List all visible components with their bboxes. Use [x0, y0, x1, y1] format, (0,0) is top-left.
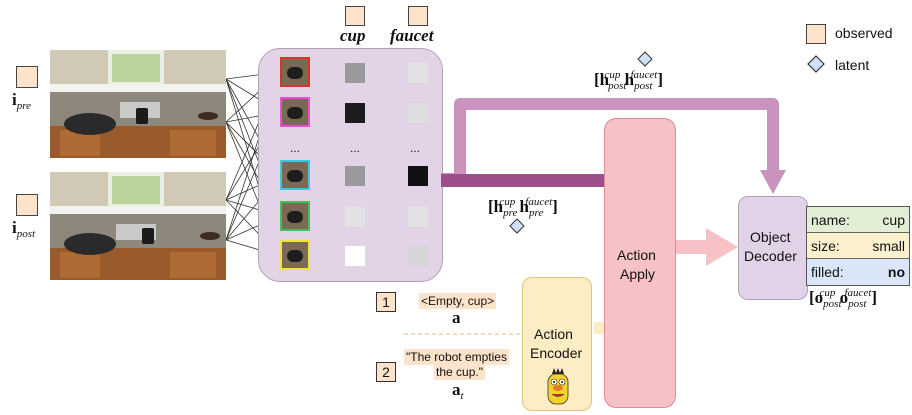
- attribute-value: small: [872, 238, 905, 254]
- attribute-value: no: [887, 264, 905, 280]
- object-crop-2: [280, 97, 310, 127]
- faucet-feature-cell: [408, 246, 428, 266]
- legend-observed-label: observed: [835, 25, 893, 41]
- post-kitchen-image: [50, 172, 226, 280]
- object-crop-4: [280, 201, 310, 231]
- action-apply-label-line2: Apply: [620, 266, 656, 282]
- object-crop-5: [280, 240, 310, 270]
- grid-ellipsis-crop: ...: [290, 141, 301, 155]
- h-post-label: [hpostcup hpostfaucet]: [594, 69, 663, 92]
- object-decoder-label-line1: Object: [750, 229, 791, 245]
- action-apply-block: [604, 118, 676, 408]
- h-pre-label: [hprecup hprefaucet]: [488, 196, 558, 219]
- apply-to-decoder-head: [706, 228, 738, 266]
- legend-observed-swatch: [806, 24, 826, 44]
- cup-observed-marker: [345, 6, 365, 26]
- action-1-text: <Empty, cup>: [419, 293, 497, 309]
- action-1-number: 1: [376, 292, 396, 312]
- object-crop-3: [280, 160, 310, 190]
- cup-feature-cell: [345, 63, 365, 83]
- attribute-row: name: cup: [807, 207, 909, 233]
- post-observed-marker: [16, 194, 38, 216]
- crop-object-shape: [287, 67, 303, 79]
- action-2-number: 2: [376, 362, 396, 382]
- legend-latent-diamond: [807, 55, 825, 73]
- action-2-text-line2: the cup.": [434, 364, 485, 380]
- action-encoder-label-line2: Encoder: [530, 345, 583, 361]
- crop-object-shape: [287, 107, 303, 119]
- faucet-observed-marker: [408, 6, 428, 26]
- h-pre-arrow-shaft: [441, 174, 621, 187]
- faucet-column-label: faucet: [390, 26, 434, 45]
- cup-feature-cell: [345, 207, 365, 227]
- cup-feature-cell: [345, 246, 365, 266]
- attribute-row: size: small: [807, 233, 909, 259]
- grid-ellipsis-cup: ...: [350, 141, 361, 155]
- legend-latent-label: latent: [835, 57, 870, 73]
- crop-object-shape: [287, 211, 303, 223]
- h-post-latent-diamond: [637, 51, 653, 67]
- grid-ellipsis-faucet: ...: [410, 141, 421, 155]
- attribute-key: filled:: [811, 264, 844, 280]
- apply-to-decoder-shaft: [676, 240, 710, 254]
- cup-feature-cell: [345, 166, 365, 186]
- action-2-text-line1: "The robot empties: [404, 349, 509, 365]
- pre-observed-marker: [16, 66, 38, 88]
- post-image-label: ipost: [12, 218, 36, 240]
- attribute-key: size:: [811, 238, 840, 254]
- object-crop-1: [280, 57, 310, 87]
- action-apply-label-line1: Action: [617, 247, 656, 263]
- cup-feature-cell: [345, 103, 365, 123]
- crop-object-shape: [287, 250, 303, 262]
- attribute-value: cup: [882, 212, 905, 228]
- cup-column-label: cup: [340, 26, 366, 45]
- object-decoder-block: [738, 196, 808, 300]
- attribute-key: name:: [811, 212, 850, 228]
- h-post-arrowhead: [760, 170, 786, 194]
- o-post-label: [opostcup opostfaucet]: [809, 287, 878, 310]
- object-decoder-label-line2: Decoder: [744, 248, 797, 264]
- faucet-feature-cell: [408, 166, 428, 186]
- h-pre-latent-diamond: [509, 218, 525, 234]
- action-2-symbol: at: [452, 380, 464, 402]
- faucet-feature-cell: [408, 103, 428, 123]
- attribute-row: filled: no: [807, 259, 909, 285]
- pre-kitchen-image: [50, 50, 226, 158]
- crop-object-shape: [287, 170, 303, 182]
- faucet-feature-cell: [408, 207, 428, 227]
- output-attribute-table: name: cup size: small filled: no: [806, 206, 910, 286]
- faucet-feature-cell: [408, 63, 428, 83]
- action-encoder-label-line1: Action: [534, 326, 573, 342]
- pre-image-label: ipre: [12, 90, 31, 112]
- action-1-symbol: a: [452, 308, 461, 327]
- bert-mascot-icon: [547, 368, 569, 405]
